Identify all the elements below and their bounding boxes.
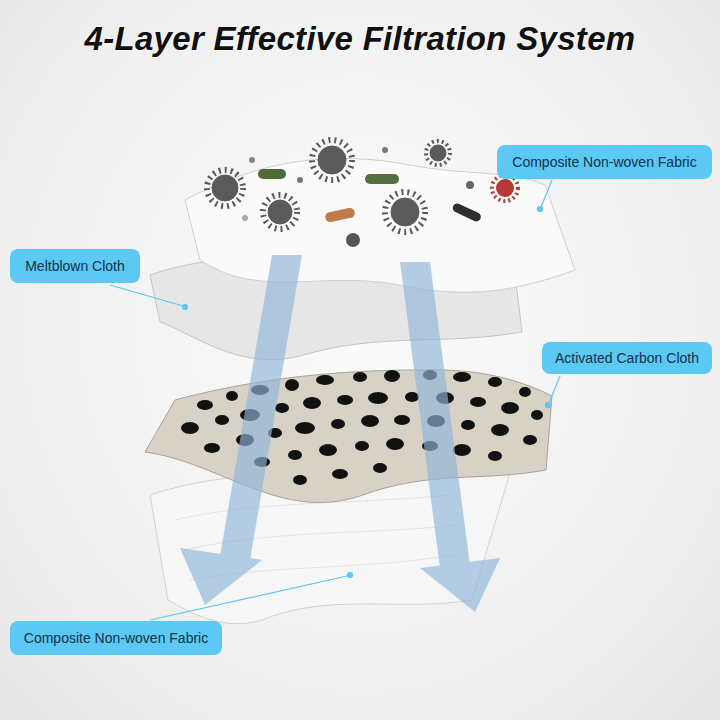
- carbon-layer: [145, 370, 552, 503]
- callout-label: Activated Carbon Cloth: [555, 350, 699, 366]
- callout-box: Composite Non-woven Fabric: [497, 145, 712, 179]
- callout-box: Composite Non-woven Fabric: [10, 621, 222, 655]
- callout-label: Composite Non-woven Fabric: [512, 154, 696, 170]
- airflow-arrows: [180, 255, 500, 612]
- leader-lines: [110, 180, 560, 620]
- diagram-title: 4-Layer Effective Filtration System: [0, 20, 720, 58]
- callout-box: Meltblown Cloth: [10, 249, 140, 283]
- callout-box: Activated Carbon Cloth: [542, 342, 712, 374]
- germ-particles: [207, 140, 518, 247]
- callout-label: Meltblown Cloth: [25, 258, 125, 274]
- callout-label: Composite Non-woven Fabric: [24, 630, 208, 646]
